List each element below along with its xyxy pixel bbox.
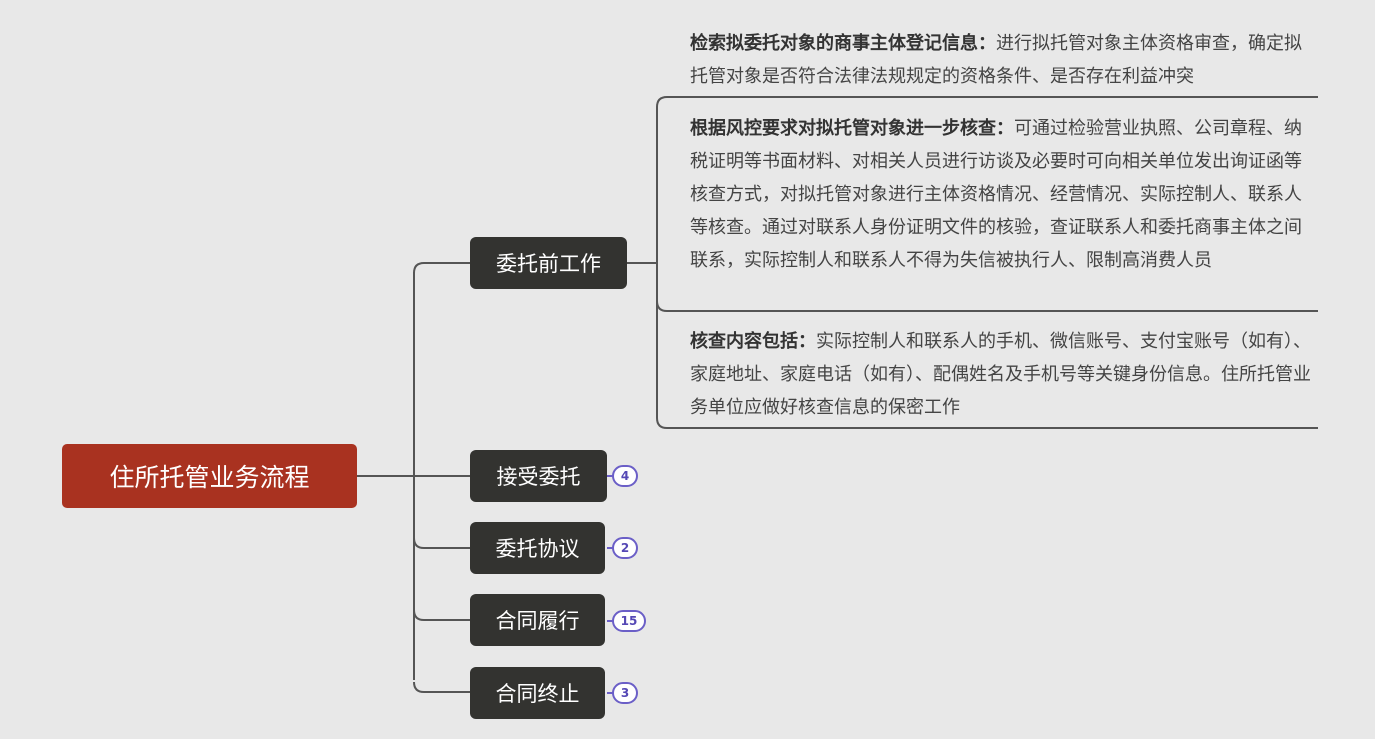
branch-label: 合同终止	[495, 682, 580, 706]
collapsed-count-badge[interactable]: 4	[612, 465, 638, 487]
detail-heading: 检索拟委托对象的商事主体登记信息：	[690, 33, 996, 54]
detail-text: 实际控制人和联系人的手机、微信账号、支付宝账号（如有）、家庭地址、家庭电话（如有…	[690, 331, 1311, 418]
branch-label: 委托前工作	[496, 252, 601, 276]
collapsed-count-badge[interactable]: 2	[612, 537, 638, 559]
collapsed-count-badge[interactable]: 15	[612, 610, 646, 632]
branch-contract-performance[interactable]: 合同履行	[470, 594, 605, 646]
root-topic[interactable]: 住所托管业务流程	[62, 444, 357, 508]
branch-label: 接受委托	[496, 465, 581, 489]
detail-text: 进行拟托管对象主体资格审查，确定拟托管对象是否符合法律法规规定的资格条件、是否存…	[690, 33, 1302, 87]
branch-entrust-agreement[interactable]: 委托协议	[470, 522, 605, 574]
detail-heading: 核查内容包括：	[690, 331, 816, 352]
branch-contract-termination[interactable]: 合同终止	[470, 667, 605, 719]
detail-topic[interactable]: 根据风控要求对拟托管对象进一步核查：可通过检验营业执照、公司章程、纳税证明等书面…	[690, 112, 1315, 277]
branch-label: 委托协议	[495, 537, 580, 561]
detail-topic[interactable]: 核查内容包括：实际控制人和联系人的手机、微信账号、支付宝账号（如有）、家庭地址、…	[690, 325, 1315, 424]
detail-heading: 根据风控要求对拟托管对象进一步核查：	[690, 118, 1014, 139]
branch-pre-entrust[interactable]: 委托前工作	[470, 237, 627, 289]
branch-label: 合同履行	[495, 609, 580, 633]
detail-text: 可通过检验营业执照、公司章程、纳税证明等书面材料、对相关人员进行访谈及必要时可向…	[690, 118, 1302, 271]
branch-accept-entrust[interactable]: 接受委托	[470, 450, 607, 502]
collapsed-count-badge[interactable]: 3	[612, 682, 638, 704]
root-topic-label: 住所托管业务流程	[109, 463, 310, 492]
detail-topic[interactable]: 检索拟委托对象的商事主体登记信息：进行拟托管对象主体资格审查，确定拟托管对象是否…	[690, 27, 1315, 93]
